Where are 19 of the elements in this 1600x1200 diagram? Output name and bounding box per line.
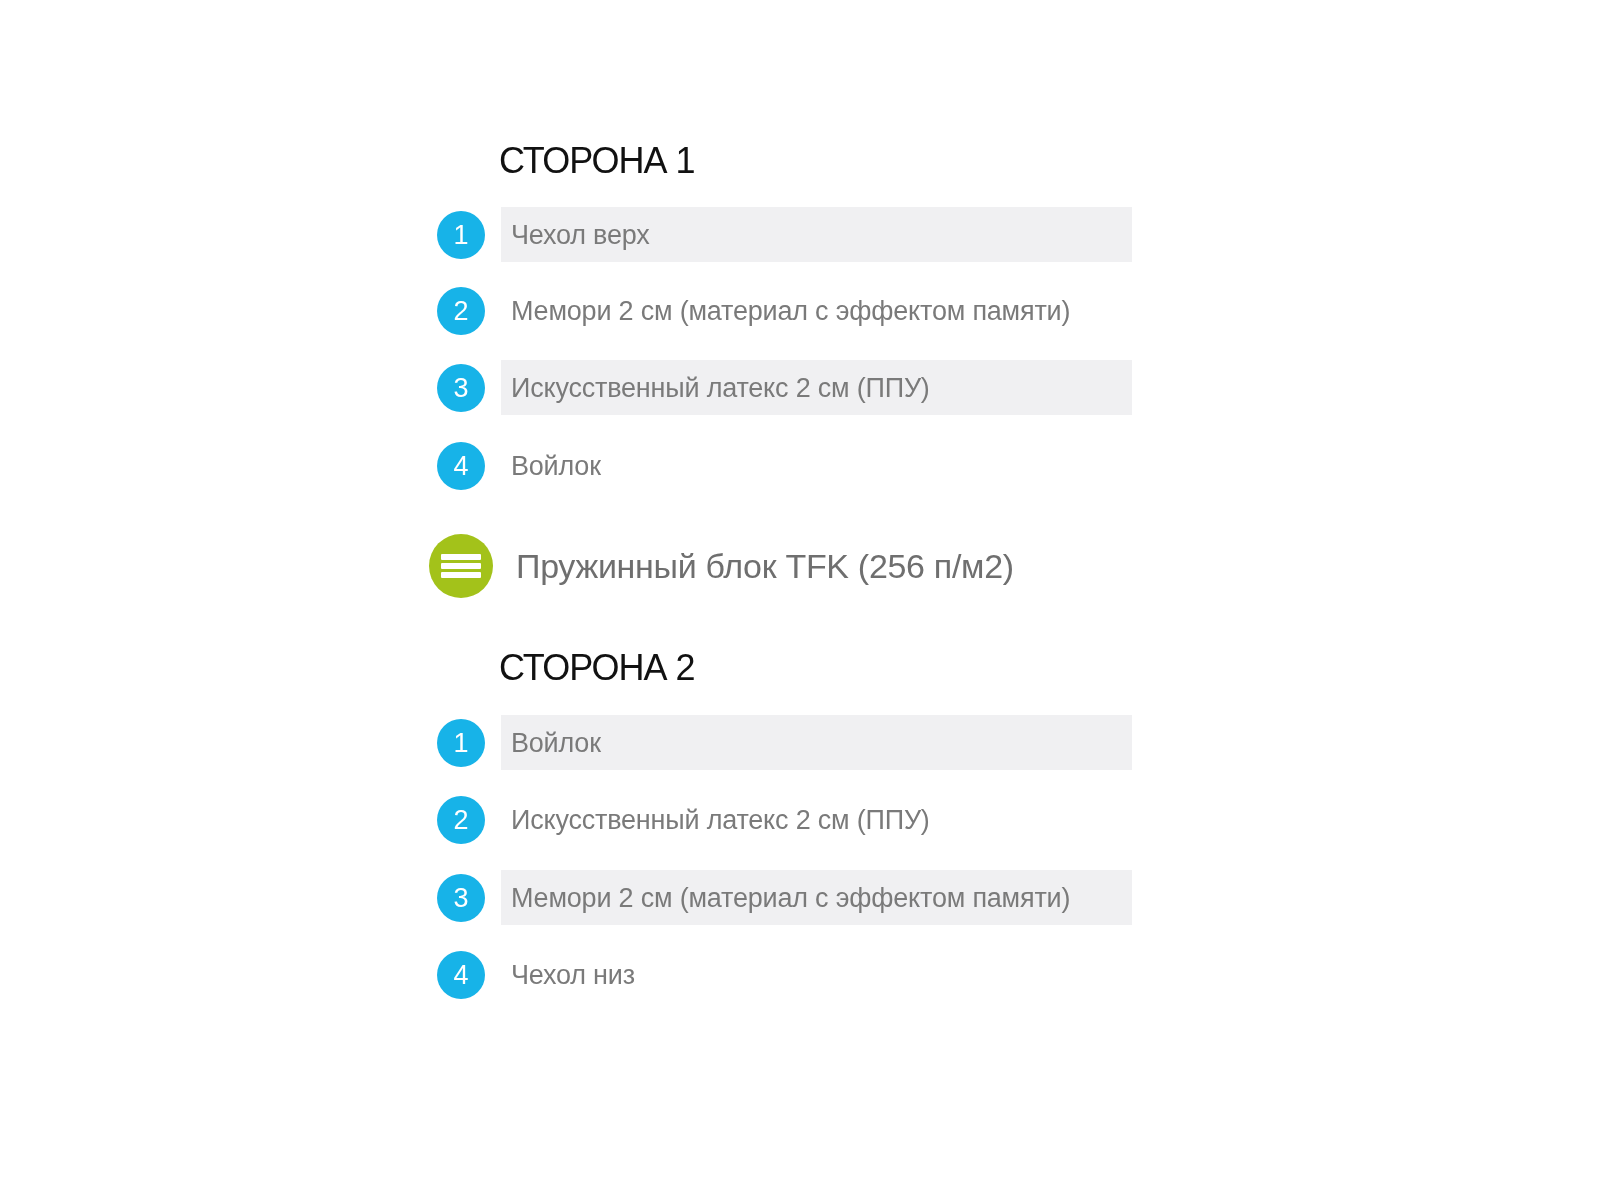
- layer-name: Войлок: [511, 450, 601, 482]
- layer-name: Искусственный латекс 2 см (ППУ): [511, 371, 930, 404]
- callout-number: 4: [437, 951, 485, 999]
- layer-name: Мемори 2 см (материал с эффектом памяти): [511, 881, 1071, 914]
- callout-number: 1: [437, 211, 485, 259]
- callout-number: 3: [437, 364, 485, 412]
- callout-number: 4: [437, 442, 485, 490]
- callout-number: 2: [437, 287, 485, 335]
- layer-name: Войлок: [511, 726, 601, 759]
- callout-number: 2: [437, 796, 485, 844]
- layer-name: Чехол верх: [511, 218, 650, 251]
- layer-name: Пружинный блок TFK (256 п/м2): [516, 546, 1014, 586]
- layer-name: Искусственный латекс 2 см (ППУ): [511, 804, 930, 836]
- section-heading: СТОРОНА 2: [499, 647, 695, 689]
- layer-name: Чехол низ: [511, 959, 635, 991]
- callout-number: 3: [437, 874, 485, 922]
- callout-number: 1: [437, 719, 485, 767]
- layer-name: Мемори 2 см (материал с эффектом памяти): [511, 295, 1071, 327]
- section-heading: СТОРОНА 1: [499, 140, 695, 182]
